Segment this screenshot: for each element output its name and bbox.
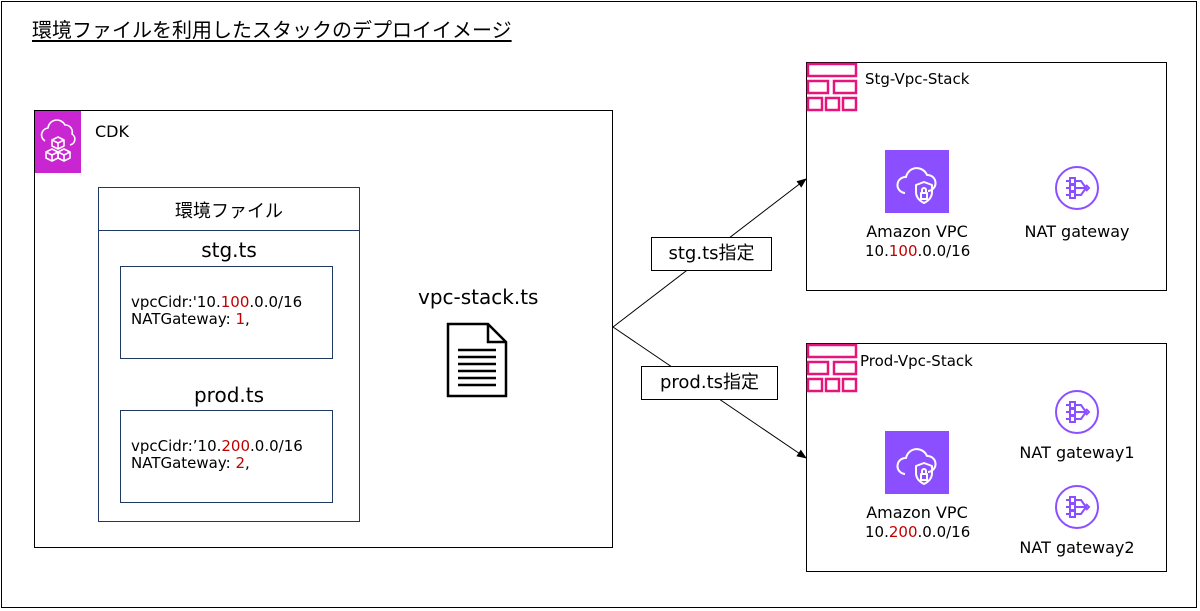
- cdk-label: CDK: [95, 122, 129, 141]
- prod-vpc-label: Amazon VPC: [866, 503, 968, 522]
- stg-callout: stg.ts指定: [651, 237, 772, 271]
- prod-cidr-line: vpcCidr:’10.200.0.0/16: [131, 437, 303, 455]
- prod-nat-2-label: NAT gateway2: [1019, 538, 1135, 557]
- prod-vpc-cidr: 10.200.0.0/16: [865, 523, 971, 541]
- stg-vpc-icon: [885, 150, 949, 213]
- cloudformation-stack-icon: [806, 343, 858, 393]
- cdk-cubes-cloud-icon: [35, 111, 81, 173]
- prod-nat-gateway-2-icon: [1055, 485, 1099, 529]
- prod-stack-container: [806, 343, 1167, 572]
- prod-stack-label: Prod-Vpc-Stack: [860, 352, 973, 370]
- diagram-title: 環境ファイルを利用したスタックのデプロイイメージ: [32, 18, 512, 42]
- prod-nat-gateway-1-icon: [1055, 390, 1099, 434]
- env-file-group: [98, 187, 360, 522]
- prod-nat-line: NATGateway: 2,: [131, 454, 250, 472]
- stg-config-box: [120, 266, 333, 359]
- vpc-stack-file-label: vpc-stack.ts: [418, 285, 539, 309]
- prod-nat-1-label: NAT gateway1: [1019, 443, 1135, 462]
- stg-nat-gateway-icon: [1055, 166, 1099, 210]
- stg-cidr-line: vpcCidr:'10.100.0.0/16: [131, 293, 303, 311]
- stg-stack-container: [806, 62, 1167, 291]
- stg-nat-line: NATGateway: 1,: [131, 310, 250, 328]
- stg-nat-label: NAT gateway: [1024, 222, 1130, 241]
- prod-config-lines: vpcCidr:’10.200.0.0/16 NATGateway: 2,: [131, 438, 303, 472]
- prod-callout: prod.ts指定: [641, 366, 778, 400]
- cdk-container: [34, 110, 613, 548]
- stg-vpc-label: Amazon VPC: [866, 222, 968, 241]
- cloudformation-stack-icon: [806, 62, 858, 112]
- stg-vpc-cidr: 10.100.0.0/16: [865, 242, 971, 260]
- document-icon: [446, 322, 508, 398]
- prod-file-name: prod.ts: [193, 383, 265, 407]
- prod-vpc-icon: [885, 431, 949, 494]
- stg-stack-label: Stg-Vpc-Stack: [865, 70, 970, 88]
- stg-config-lines: vpcCidr:'10.100.0.0/16 NATGateway: 1,: [131, 294, 302, 328]
- prod-config-box: [120, 410, 333, 503]
- env-file-title: 環境ファイル: [175, 201, 283, 222]
- stg-file-name: stg.ts: [201, 238, 257, 262]
- env-file-header: [98, 187, 360, 231]
